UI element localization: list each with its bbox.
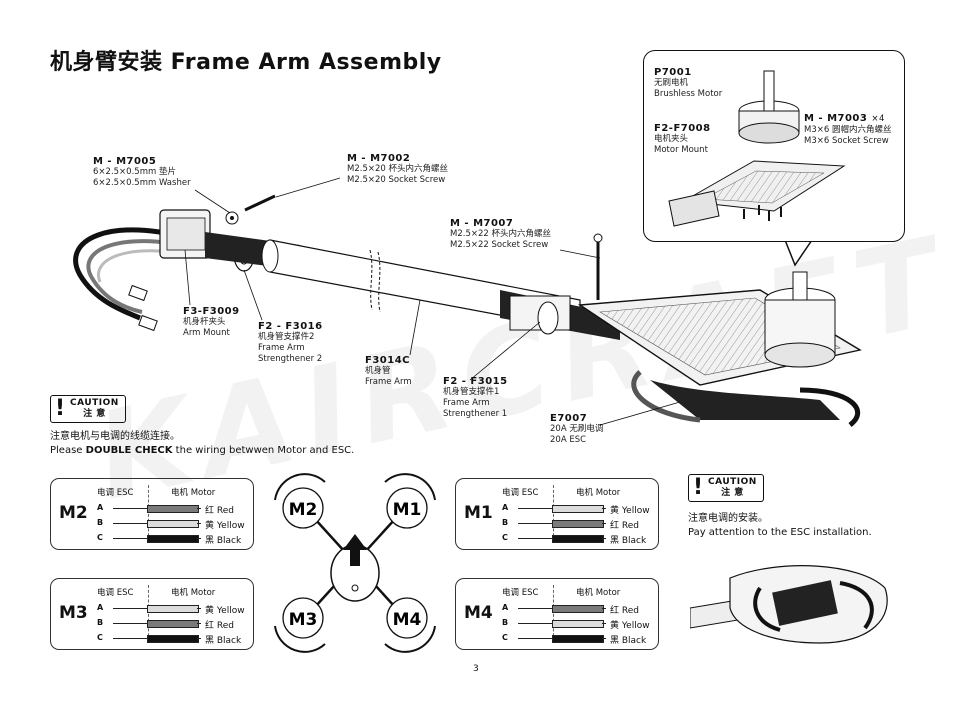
caution-note-wiring: 注意电机与电调的线缆连接。 Please DOUBLE CHECK the wi…	[50, 431, 355, 456]
esc-install-illustration	[690, 565, 888, 644]
exclamation-icon: !	[693, 475, 704, 500]
rotor-label-m3: M3	[289, 610, 318, 630]
quad-rotation-diagram: M2 M1 M3 M4	[274, 473, 436, 653]
forward-arrow-icon	[343, 534, 367, 566]
motor-label: M2	[59, 503, 88, 523]
page-title: 机身臂安装 Frame Arm Assembly	[50, 50, 442, 75]
page-number: 3	[473, 664, 479, 674]
label-m7003: M - M7003 ×4 M3×6 圆帽内六角螺丝 M3×6 Socket Sc…	[804, 113, 892, 146]
caution-note-esc: 注意电调的安装。Pay attention to the ESC install…	[688, 513, 872, 538]
motor-label: M1	[464, 503, 493, 523]
motor-label: M4	[464, 603, 493, 623]
motor-label: M3	[59, 603, 88, 623]
rotor-label-m1: M1	[393, 500, 422, 520]
label-p7001: P7001 无刷电机 Brushless Motor	[654, 67, 723, 99]
label-f7008: F2-F7008 电机夹头 Motor Mount	[654, 123, 711, 155]
rotor-label-m2: M2	[289, 500, 318, 520]
motor-mount-detail-illustration	[668, 70, 846, 227]
exclamation-icon: !	[55, 396, 66, 421]
detail-callout: P7001 无刷电机 Brushless Motor F2-F7008 电机夹头…	[643, 50, 905, 242]
rotor-label-m4: M4	[393, 610, 422, 630]
